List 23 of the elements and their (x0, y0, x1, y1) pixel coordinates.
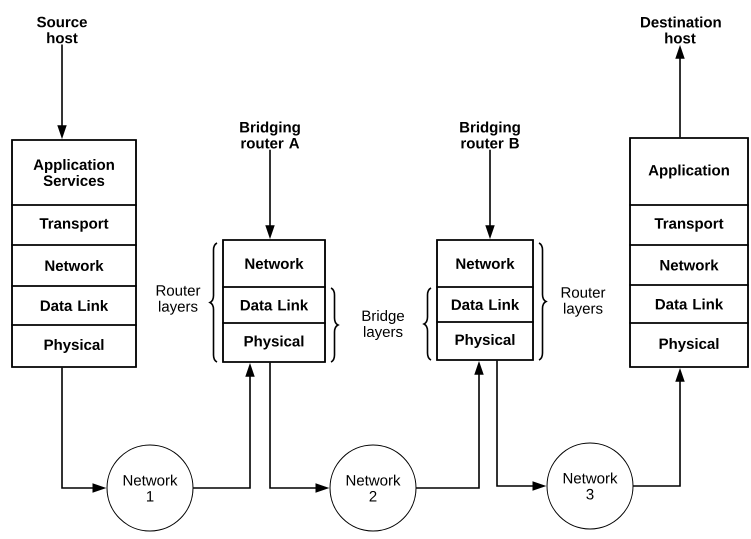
bracket-label: Router layers (562, 287, 606, 317)
layer-cell: Physical (222, 322, 326, 363)
layer-cell: Transport (11, 204, 137, 246)
layer-cell: Network (11, 244, 137, 287)
layer-cell: Data Link (11, 285, 137, 326)
layer-cell: Application Services (11, 139, 137, 206)
layer-cell: Physical (11, 324, 137, 368)
layer-cell: Data Link (629, 284, 749, 324)
host-label: Source host (37, 16, 87, 44)
layer-cell: Network (629, 244, 749, 286)
layer-cell: Application (629, 137, 749, 206)
host-label: Bridging router B (460, 122, 520, 148)
host-label: Bridging router A (240, 122, 300, 148)
layer-cell: Data Link (222, 286, 326, 324)
layer-cell: Transport (629, 204, 749, 246)
layer-cell: Data Link (436, 286, 534, 323)
bracket-label: Router layers (156, 285, 200, 315)
layer-cell: Network (222, 239, 326, 288)
host-label: Destination host (641, 16, 721, 44)
bracket-label: Bridge layers (362, 310, 404, 340)
layer-cell: Physical (436, 321, 534, 361)
layer-cell: Physical (629, 322, 749, 368)
layer-cell: Network (436, 239, 534, 288)
